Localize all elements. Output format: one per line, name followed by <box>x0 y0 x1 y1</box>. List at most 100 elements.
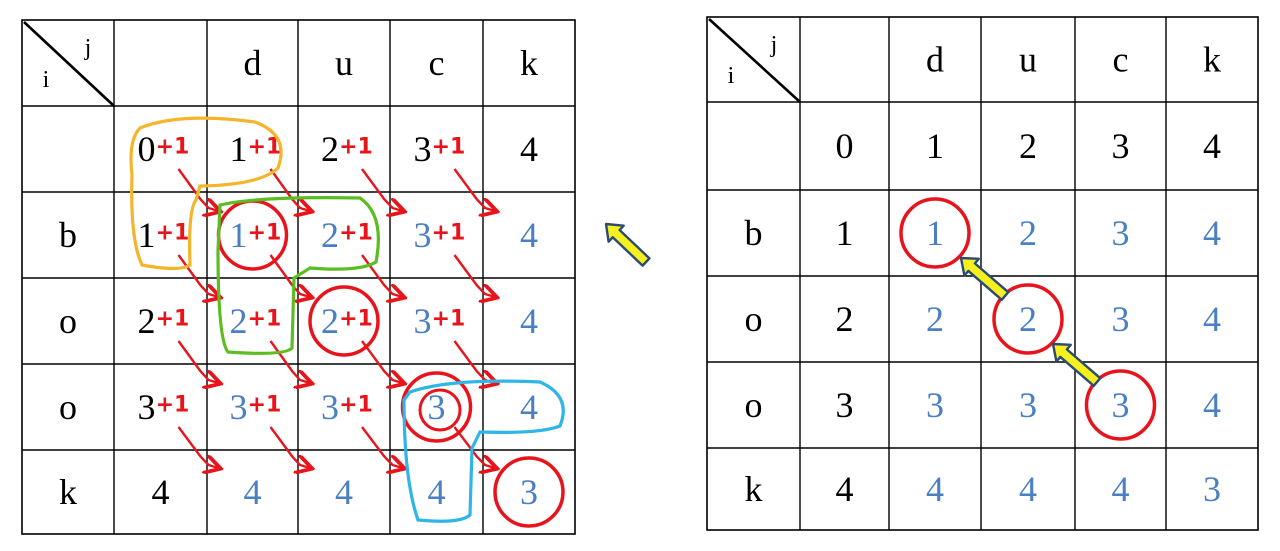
diagonal-dp-arrow <box>361 168 403 211</box>
dp-cell-value: 2 <box>1019 126 1037 166</box>
dp-cell-value: 2 <box>926 299 944 339</box>
corner-col-var: j <box>84 35 92 61</box>
corner-row-var: i <box>728 63 735 89</box>
dp-cell-value: 1 <box>230 129 248 169</box>
dp-cell-value: 3 <box>428 387 446 427</box>
path-circle-small <box>418 388 462 432</box>
dp-cell-value: 3 <box>1112 213 1130 253</box>
dp-cell-value: 4 <box>428 472 446 512</box>
dp-cell-value: 1 <box>230 215 248 255</box>
row-header-o: o <box>745 299 763 339</box>
col-header-k: k <box>1203 40 1221 80</box>
center-up-left-arrow <box>604 222 651 267</box>
dp-cell-value: 4 <box>1112 469 1130 509</box>
dp-cell-value: 3 <box>1112 299 1130 339</box>
diagonal-dp-arrow <box>453 254 496 297</box>
green-subproblem-region <box>216 196 380 355</box>
path-circle <box>1084 369 1157 441</box>
diagonal-dp-arrow <box>269 426 311 468</box>
plus-one-note: +1 <box>339 135 373 160</box>
dp-cell-value: 3 <box>926 385 944 425</box>
table-frame <box>706 16 1259 531</box>
col-header-u: u <box>1019 40 1037 80</box>
plus-one-note: +1 <box>248 393 282 418</box>
dp-cell-value: 2 <box>1019 213 1037 253</box>
dp-cell-value: 2 <box>321 129 339 169</box>
plus-one-note: +1 <box>339 307 373 332</box>
dp-cell-value: 3 <box>520 472 538 512</box>
backtrack-arrow-3-to-2 <box>1051 342 1102 387</box>
diagonal-dp-arrow <box>177 254 219 297</box>
dp-cell-value: 1 <box>138 215 156 255</box>
diagonal-dp-arrow <box>269 340 311 383</box>
backtrack-direction-arrow <box>604 222 651 267</box>
dp-cell-value: 4 <box>244 472 262 512</box>
dp-cell-value: 4 <box>335 472 353 512</box>
diagonal-dp-arrow <box>453 340 496 383</box>
dp-cell-value: 3 <box>414 215 432 255</box>
back-arrow-shape <box>604 222 651 267</box>
plus-one-note: +1 <box>156 393 190 418</box>
path-circle <box>493 456 565 528</box>
path-circle <box>992 283 1064 355</box>
dp-cell-value: 3 <box>414 301 432 341</box>
dp-cell-value: 4 <box>1203 299 1221 339</box>
dp-cell-value: 2 <box>321 215 339 255</box>
dp-cell-value: 0 <box>836 126 854 166</box>
dp-cell-value: 4 <box>152 472 170 512</box>
corner-col-var: j <box>770 32 778 58</box>
diagonal-dp-arrow <box>269 254 311 297</box>
dp-cell-value: 4 <box>520 301 538 341</box>
plus-one-note: +1 <box>339 393 373 418</box>
dp-cell-value: 3 <box>414 129 432 169</box>
corner-diagonal <box>708 18 801 103</box>
yellow-subproblem-region <box>129 116 283 271</box>
diagonal-dp-arrow <box>177 426 219 468</box>
dp-cell-value: 3 <box>138 387 156 427</box>
dp-cell-value: 3 <box>1019 385 1037 425</box>
dp-cell-value: 3 <box>230 387 248 427</box>
plus-one-note: +1 <box>432 221 466 246</box>
col-header-d: d <box>926 40 944 80</box>
cyan-subproblem-region <box>402 379 565 523</box>
plus-one-note: +1 <box>339 221 373 246</box>
col-header-u: u <box>335 43 353 83</box>
plus-one-note: +1 <box>156 135 190 160</box>
dp-cell-value: 2 <box>836 299 854 339</box>
path-circle <box>899 197 971 269</box>
dp-cell-value: 3 <box>321 387 339 427</box>
dp-cell-value: 4 <box>1203 213 1221 253</box>
diagonal-dp-arrow <box>361 254 403 297</box>
diagonal-dp-arrow <box>453 168 496 211</box>
row-header-k: k <box>59 472 77 512</box>
diagonal-dp-arrow <box>361 340 403 383</box>
plus-one-note: +1 <box>432 307 466 332</box>
dp-cell-value: 4 <box>836 469 854 509</box>
plus-one-note: +1 <box>156 307 190 332</box>
dp-cell-value: 4 <box>1019 469 1037 509</box>
back-arrow-shape <box>1051 342 1102 387</box>
row-header-o: o <box>745 385 763 425</box>
dp-cell-value: 4 <box>926 469 944 509</box>
path-circle <box>308 285 380 357</box>
dp-cell-value: 1 <box>836 213 854 253</box>
col-header-k: k <box>520 43 538 83</box>
dp-cell-value: 2 <box>230 301 248 341</box>
back-arrow-shape <box>959 256 1010 301</box>
dp-cell-value: 3 <box>1203 469 1221 509</box>
corner-diagonal <box>23 21 115 107</box>
col-header-c: c <box>429 43 445 83</box>
dp-cell-value: 1 <box>926 126 944 166</box>
row-header-b: b <box>59 215 77 255</box>
dp-cell-value: 4 <box>520 129 538 169</box>
dp-cell-value: 3 <box>1112 126 1130 166</box>
corner-row-var: i <box>43 67 50 93</box>
backtrack-arrow-2-to-1 <box>959 256 1010 301</box>
row-header-o: o <box>59 301 77 341</box>
dp-cell-value: 2 <box>138 301 156 341</box>
dp-cell-value: 4 <box>1203 385 1221 425</box>
plus-one-note: +1 <box>248 307 282 332</box>
dp-cell-value: 3 <box>1112 385 1130 425</box>
